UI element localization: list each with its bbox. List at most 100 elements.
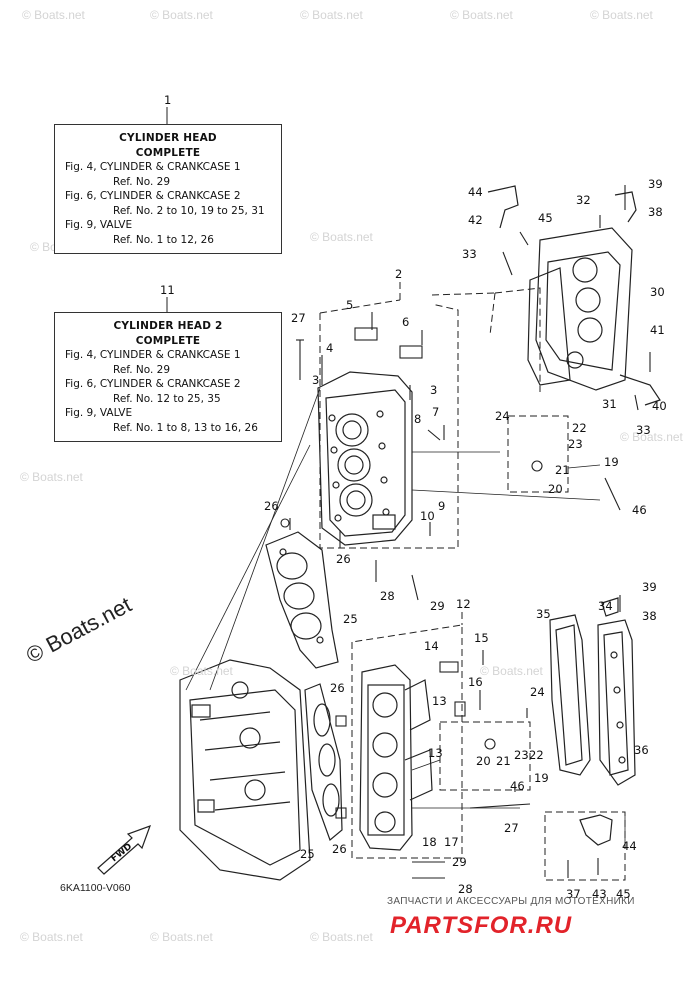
callout: 6 bbox=[402, 315, 410, 329]
callout: 43 bbox=[592, 887, 607, 901]
callout: 46 bbox=[510, 779, 525, 793]
watermark: © Boats.net bbox=[450, 8, 513, 22]
callout: 29 bbox=[430, 599, 445, 613]
cylinder-head-2-info-box: CYLINDER HEAD 2 COMPLETE Fig. 4, CYLINDE… bbox=[54, 312, 282, 442]
callout: 10 bbox=[420, 509, 435, 523]
box-line: Fig. 4, CYLINDER & CRANKCASE 1 bbox=[65, 349, 241, 361]
callout: 39 bbox=[642, 580, 657, 594]
callout: 15 bbox=[474, 631, 489, 645]
box-line: Ref. No. 12 to 25, 35 bbox=[113, 392, 221, 405]
callout: 41 bbox=[650, 323, 665, 337]
callout: 27 bbox=[291, 311, 306, 325]
box-title: CYLINDER HEAD bbox=[119, 132, 217, 144]
callout: 39 bbox=[648, 177, 663, 191]
callout: 25 bbox=[300, 847, 315, 861]
callout: 4 bbox=[326, 341, 334, 355]
box-subtitle: COMPLETE bbox=[135, 146, 201, 159]
callout: 12 bbox=[456, 597, 471, 611]
callout: 8 bbox=[414, 412, 422, 426]
box-line: Fig. 6, CYLINDER & CRANKCASE 2 bbox=[65, 378, 241, 390]
callout-ref-1: 1 bbox=[164, 93, 172, 107]
watermark: © Boats.net bbox=[620, 430, 683, 444]
callout: 7 bbox=[432, 405, 440, 419]
callout: 30 bbox=[650, 285, 665, 299]
callout: 13 bbox=[428, 746, 443, 760]
callout-ref-11: 11 bbox=[160, 283, 175, 297]
callout: 29 bbox=[452, 855, 467, 869]
callout: 31 bbox=[602, 397, 617, 411]
watermark: © Boats.net bbox=[22, 8, 85, 22]
callout: 28 bbox=[380, 589, 395, 603]
callout: 23 bbox=[514, 748, 529, 762]
callout: 45 bbox=[538, 211, 553, 225]
callout: 20 bbox=[476, 754, 491, 768]
box-line: Fig. 4, CYLINDER & CRANKCASE 1 bbox=[65, 161, 241, 173]
watermark: © Boats.net bbox=[150, 8, 213, 22]
callout: 26 bbox=[336, 552, 351, 566]
box-line: Ref. No. 29 bbox=[113, 175, 171, 188]
callout: 26 bbox=[332, 842, 347, 856]
callout: 5 bbox=[346, 298, 354, 312]
callout: 27 bbox=[504, 821, 519, 835]
callout: 14 bbox=[424, 639, 439, 653]
cylinder-head-info-box: CYLINDER HEAD COMPLETE Fig. 4, CYLINDER … bbox=[54, 124, 282, 254]
callout: 34 bbox=[598, 599, 613, 613]
callout: 24 bbox=[495, 409, 510, 423]
box-line: Fig. 6, CYLINDER & CRANKCASE 2 bbox=[65, 190, 241, 202]
callout: 3 bbox=[430, 383, 438, 397]
callout: 35 bbox=[536, 607, 551, 621]
callout: 21 bbox=[496, 754, 511, 768]
callout: 36 bbox=[634, 743, 649, 757]
watermark: © Boats.net bbox=[20, 470, 83, 484]
watermark: © Boats.net bbox=[480, 664, 543, 678]
callout: 2 bbox=[395, 267, 403, 281]
watermark: © Boats.net bbox=[150, 930, 213, 944]
site-logo: PARTSFOR.RU bbox=[390, 912, 573, 939]
callout: 19 bbox=[534, 771, 549, 785]
callout: 40 bbox=[652, 399, 667, 413]
box-title: CYLINDER HEAD 2 bbox=[113, 320, 223, 332]
watermark: © Boats.net bbox=[310, 930, 373, 944]
box-line: Ref. No. 1 to 12, 26 bbox=[113, 233, 214, 246]
callout: 38 bbox=[648, 205, 663, 219]
callout: 38 bbox=[642, 609, 657, 623]
box-line: Fig. 9, VALVE bbox=[65, 219, 133, 231]
drawing-ref: 6KA1100-V060 bbox=[60, 882, 131, 894]
callout: 25 bbox=[343, 612, 358, 626]
box-line: Ref. No. 2 to 10, 19 to 25, 31 bbox=[113, 204, 265, 217]
callout: 33 bbox=[636, 423, 651, 437]
watermark: © Boats.net bbox=[170, 664, 233, 678]
callout: 32 bbox=[576, 193, 591, 207]
callout: 17 bbox=[444, 835, 459, 849]
watermark: © Boats.net bbox=[310, 230, 373, 244]
callout: 19 bbox=[604, 455, 619, 469]
callout: 33 bbox=[462, 247, 477, 261]
callout: 26 bbox=[330, 681, 345, 695]
callout: 45 bbox=[616, 887, 631, 901]
callout: 23 bbox=[568, 437, 583, 451]
callout: 18 bbox=[422, 835, 437, 849]
callout: 13 bbox=[432, 694, 447, 708]
callout: 9 bbox=[438, 499, 446, 513]
callout: 46 bbox=[632, 503, 647, 517]
site-banner: ЗАПЧАСТИ И АКСЕССУАРЫ ДЛЯ МОТОТЕХНИКИ bbox=[387, 896, 635, 907]
callout: 28 bbox=[458, 882, 473, 896]
callout: 22 bbox=[572, 421, 587, 435]
callout: 21 bbox=[555, 463, 570, 477]
callout: 26 bbox=[264, 499, 279, 513]
callout: 42 bbox=[468, 213, 483, 227]
callout: 22 bbox=[529, 748, 544, 762]
box-line: Fig. 9, VALVE bbox=[65, 407, 133, 419]
callout: 3 bbox=[312, 373, 320, 387]
box-subtitle: COMPLETE bbox=[135, 334, 201, 347]
callout: 44 bbox=[468, 185, 483, 199]
callout: 44 bbox=[622, 839, 637, 853]
box-line: Ref. No. 1 to 8, 13 to 16, 26 bbox=[113, 421, 258, 434]
callout: 37 bbox=[566, 887, 581, 901]
callout: 20 bbox=[548, 482, 563, 496]
callout: 16 bbox=[468, 675, 483, 689]
watermark: © Boats.net bbox=[300, 8, 363, 22]
watermark: © Boats.net bbox=[20, 930, 83, 944]
callout: 24 bbox=[530, 685, 545, 699]
